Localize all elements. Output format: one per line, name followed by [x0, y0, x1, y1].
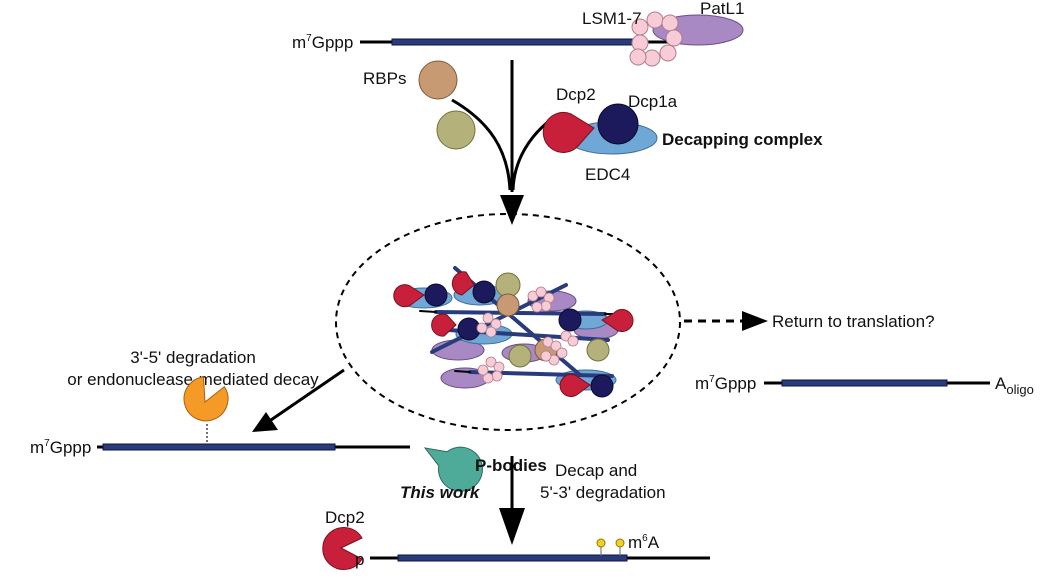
patl1-label: PatL1 — [700, 0, 744, 18]
degradation-arrowhead — [252, 412, 278, 432]
pbody-outline — [335, 213, 681, 431]
left-degradation-branch: 3'-5' degradation or endonuclease-mediat… — [67, 348, 345, 432]
dcp2-bottom-pacman — [322, 527, 363, 570]
right-cap-label: m7Gppp — [695, 374, 756, 393]
left-mrna: m7Gppp — [30, 376, 483, 492]
rbps: RBPs — [363, 60, 476, 150]
left-cap-label: m7Gppp — [30, 438, 91, 457]
right-mrna: m7Gppp Aoligo — [695, 374, 1034, 397]
rbp-brown-circle — [418, 60, 458, 100]
nuclease-orange-pacman — [183, 376, 229, 422]
dcp1a-label: Dcp1a — [628, 92, 678, 111]
m6a-marks — [596, 538, 625, 556]
return-translation-branch: Return to translation? — [684, 311, 935, 331]
return-arrowhead — [742, 311, 768, 331]
nuclease-teal-pacman — [423, 446, 483, 492]
rbps-label: RBPs — [363, 69, 406, 88]
dcp2-bottom-label: Dcp2 — [325, 508, 365, 527]
decapping-complex-label: Decapping complex — [662, 130, 823, 149]
p-label: p — [355, 550, 364, 569]
lsm-label: LSM1-7 — [582, 9, 642, 28]
a-oligo-label: Aoligo — [995, 374, 1034, 397]
dcp2-label: Dcp2 — [556, 85, 596, 104]
left-mrna-body — [102, 443, 336, 451]
bottom-mrna: Dcp2 p m6A — [322, 508, 710, 570]
degradation-line1: 3'-5' degradation — [130, 348, 256, 367]
top-mrna-body — [391, 38, 648, 46]
top-cap-label: m7Gppp — [292, 33, 353, 52]
pbody-contents — [393, 266, 634, 398]
decap-branch: Decap and 5'-3' degradation This work — [400, 456, 666, 545]
m6a-label: m6A — [628, 533, 660, 552]
return-translation-label: Return to translation? — [772, 312, 935, 331]
this-work-label: This work — [400, 483, 481, 502]
bottom-mrna-body — [397, 554, 628, 562]
decap-line1: Decap and — [555, 461, 637, 480]
degradation-line2: or endonuclease-mediated decay — [67, 370, 319, 389]
decap-line2: 5'-3' degradation — [540, 483, 666, 502]
lsm-patl1-complex: LSM1-7 PatL1 — [582, 0, 744, 67]
rbp-olive-circle — [436, 110, 476, 150]
decap-arrowhead — [499, 508, 525, 545]
assembly-arrowhead — [500, 195, 524, 225]
decapping-complex: Dcp2 Dcp1a Decapping complex EDC4 — [542, 85, 823, 184]
lsm-ring — [629, 11, 683, 67]
edc4-label: EDC4 — [585, 165, 630, 184]
dcp1a-circle — [597, 103, 639, 145]
right-mrna-body — [781, 379, 948, 387]
dcp2-pacman — [542, 111, 595, 153]
